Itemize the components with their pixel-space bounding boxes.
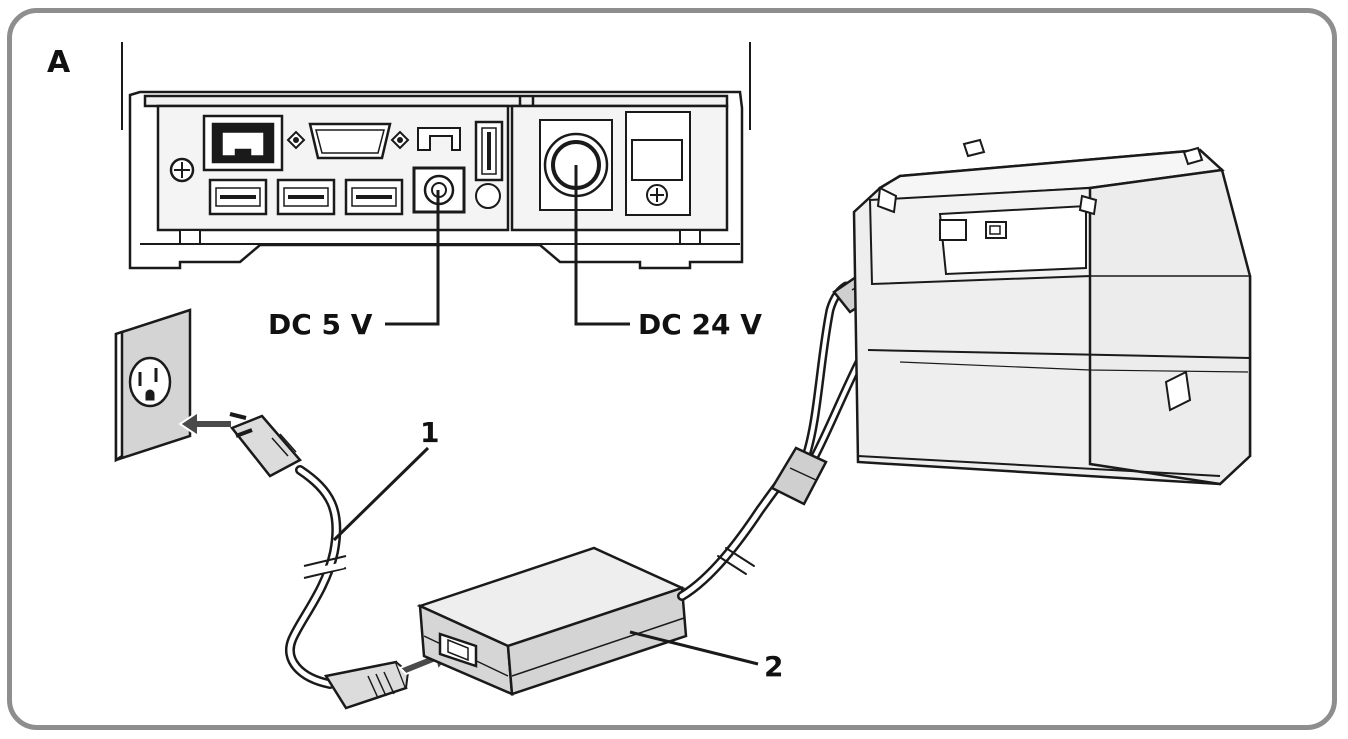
- callout-1: 1: [420, 416, 439, 449]
- dc5v-label: DC 5 V: [268, 308, 373, 341]
- y-splitter: [770, 446, 828, 506]
- dc24v-label: DC 24 V: [638, 308, 762, 341]
- wall-outlet: [114, 308, 192, 463]
- dc24v-leader: [574, 165, 630, 326]
- callout-2-leader: [629, 630, 759, 666]
- pos-terminal: [121, 42, 751, 270]
- callout-1-leader: [332, 446, 430, 542]
- printer: [852, 138, 1252, 486]
- callout-2: 2: [764, 650, 783, 683]
- ac-power-cord: [229, 412, 410, 710]
- plug-insert-arrow: [178, 410, 233, 438]
- dc5v-leader: [385, 190, 440, 326]
- panel-label: A: [47, 45, 71, 80]
- power-adapter: [416, 546, 688, 696]
